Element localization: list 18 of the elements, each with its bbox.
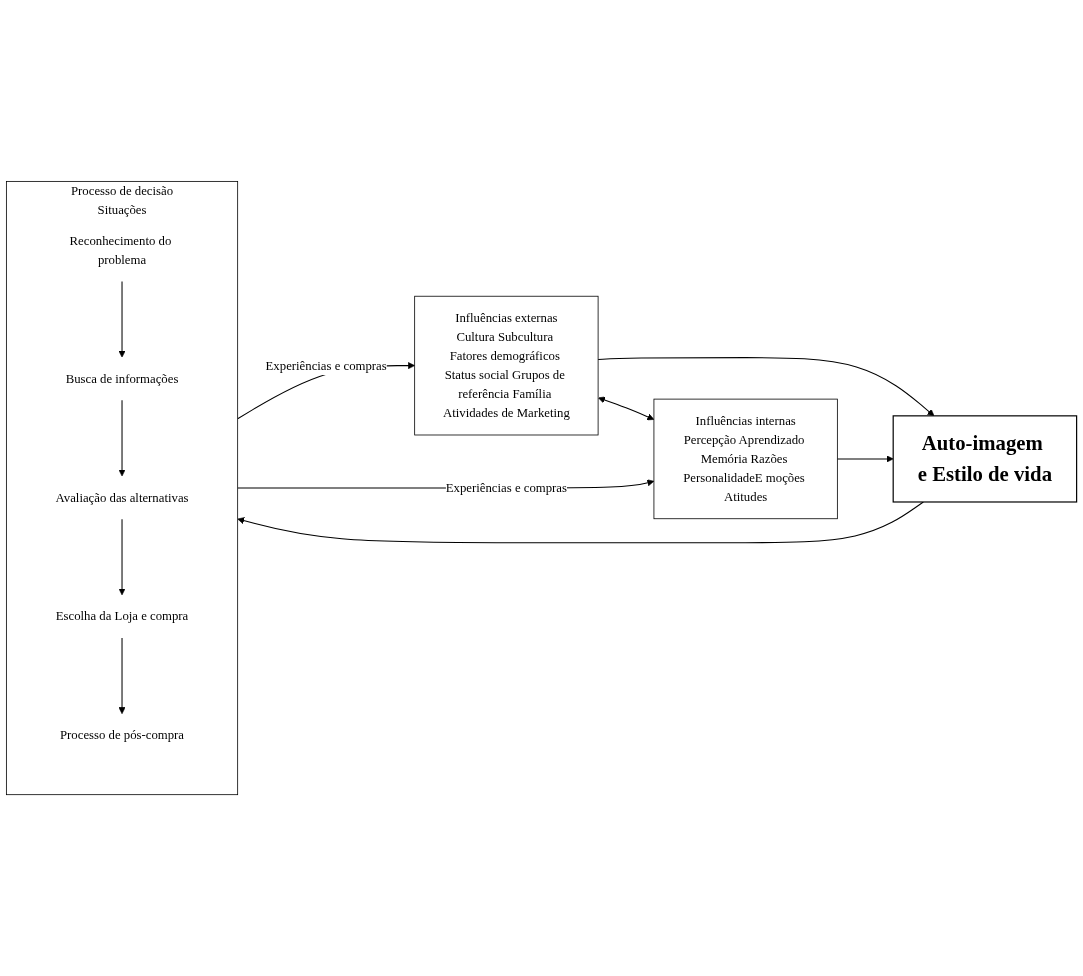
edge-label: Experiências e compras [265, 358, 387, 372]
edge-label: Experiências e compras [445, 480, 567, 495]
node-box: Influências externas Cultura Subcultura Fatores demográficos Status social Grupos de referência Família Atividades de Marketing [414, 295, 599, 436]
arrow [597, 357, 935, 417]
node-text: Busca de informações [65, 371, 179, 386]
arrow [118, 399, 126, 477]
arrow [598, 396, 655, 421]
node-text: Reconhecimento do problema [69, 233, 172, 267]
node-box: Influências internas Percepção Aprendizado Memória Razões PersonalidadeE moções Atitudes [653, 398, 838, 520]
arrow [118, 637, 126, 714]
node-text: Escolha da Loja e compra [55, 609, 189, 623]
arrow [836, 455, 894, 463]
node-text: Processo de pós-compra [60, 728, 185, 742]
node-text: Avaliação das alternativas [55, 490, 189, 504]
arrow [118, 280, 126, 358]
node-box: Auto-imagem e Estilo de vida [892, 415, 1078, 503]
arrow [237, 501, 924, 544]
arrow [118, 518, 126, 596]
